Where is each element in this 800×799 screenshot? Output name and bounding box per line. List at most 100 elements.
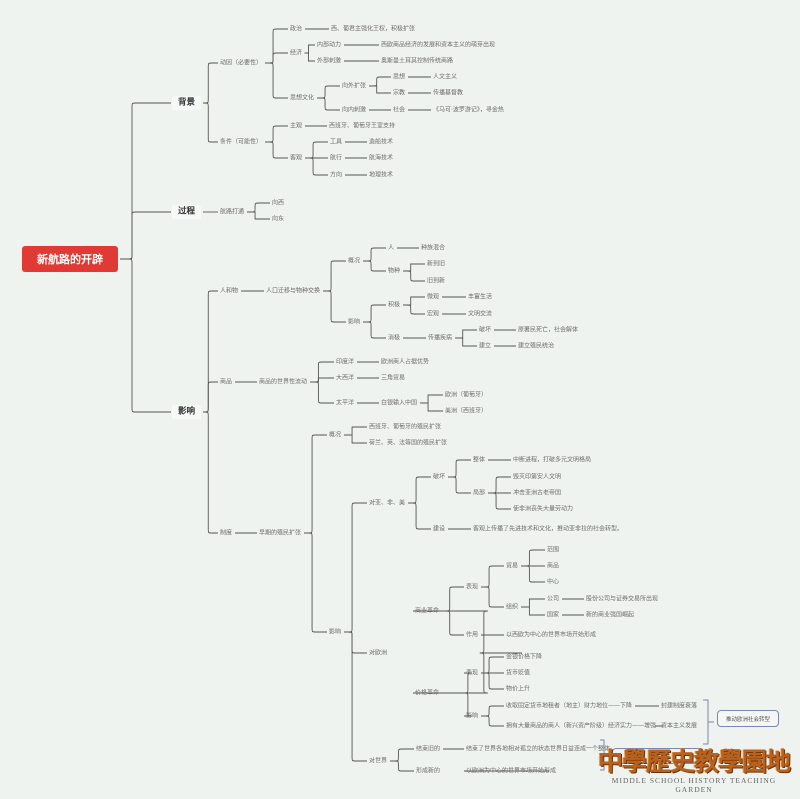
branch-topic[interactable]: 传播疾病 (428, 334, 453, 342)
branch-topic[interactable]: 作用 (466, 631, 479, 639)
leaf-topic[interactable]: 航海技术 (369, 154, 394, 162)
leaf-topic[interactable]: 向东 (272, 215, 285, 223)
branch-topic[interactable]: 破坏 (433, 473, 446, 481)
branch-topic[interactable]: 人 (388, 244, 395, 252)
leaf-topic[interactable]: 三角贸易 (381, 374, 406, 382)
branch-topic[interactable]: 整体 (473, 456, 486, 464)
branch-topic[interactable]: 政治 (290, 25, 303, 33)
branch-topic[interactable]: 航行 (330, 154, 343, 162)
branch-topic[interactable]: 公司 (547, 595, 560, 603)
branch-topic[interactable]: 白银输入中国 (381, 399, 418, 407)
leaf-topic[interactable]: 以欧洲为中心的世界市场开始形成 (466, 767, 557, 775)
branch-topic[interactable]: 商业革命 (415, 607, 440, 615)
branch-topic[interactable]: 微观 (427, 293, 440, 301)
leaf-topic[interactable]: 原著民死亡，社会解体 (518, 326, 579, 334)
branch-topic[interactable]: 向内刺激 (342, 106, 367, 114)
branch-topic[interactable]: 经济 (290, 49, 303, 57)
leaf-topic[interactable]: 旧到新 (427, 277, 446, 285)
branch-topic[interactable]: 商品 (220, 378, 233, 386)
leaf-topic[interactable]: 西欧商品经济的发展和资本主义的萌芽出现 (381, 41, 496, 49)
leaf-topic[interactable]: 使非洲丧失大量劳动力 (513, 505, 574, 513)
leaf-topic[interactable]: 新到旧 (427, 260, 446, 268)
main-branch[interactable]: 过程 (172, 205, 202, 219)
leaf-topic[interactable]: 金银价格下降 (506, 653, 543, 661)
branch-topic[interactable]: 国家 (547, 611, 560, 619)
branch-topic[interactable]: 大西洋 (336, 374, 355, 382)
branch-topic[interactable]: 商品的世界性流动 (259, 378, 308, 386)
branch-topic[interactable]: 破坏 (479, 326, 492, 334)
leaf-topic[interactable]: 传播基督教 (433, 89, 464, 97)
leaf-topic[interactable]: 范围 (547, 546, 560, 554)
branch-topic[interactable]: 宏观 (427, 310, 440, 318)
leaf-topic[interactable]: 《马可·波罗游记》，寻金热 (433, 106, 504, 114)
leaf-topic[interactable]: 文明交流 (468, 310, 493, 318)
branch-topic[interactable]: 建立 (479, 342, 492, 350)
branch-topic[interactable]: 太平洋 (336, 399, 355, 407)
leaf-topic[interactable]: 奥斯曼土耳其控制传统商路 (381, 57, 454, 65)
leaf-topic[interactable]: 中断进程，打破多元文明格局 (513, 456, 592, 464)
branch-topic[interactable]: 人口迁移与物种交换 (266, 287, 321, 295)
branch-topic[interactable]: 对亚、非、美 (369, 499, 406, 507)
summary-box[interactable]: 推动欧洲社会转型 (717, 710, 779, 727)
leaf-topic[interactable]: 冲击亚洲古老帝国 (513, 489, 562, 497)
leaf-topic[interactable]: 建立殖民统治 (518, 342, 555, 350)
leaf-topic[interactable]: 西班牙、葡萄牙王室支持 (329, 122, 396, 130)
branch-topic[interactable]: 外部刺激 (317, 57, 342, 65)
branch-topic[interactable]: 表现 (466, 583, 479, 591)
branch-topic[interactable]: 宗教 (393, 89, 406, 97)
main-branch[interactable]: 影响 (172, 405, 202, 419)
leaf-topic[interactable]: 股份公司与证券交易所出现 (586, 595, 659, 603)
leaf-topic[interactable]: 西、葡君主强化王权，积极扩张 (331, 25, 416, 33)
leaf-topic[interactable]: 资本主义发展 (661, 722, 698, 730)
leaf-topic[interactable]: 物价上升 (506, 685, 531, 693)
branch-topic[interactable]: 印度洋 (336, 358, 355, 366)
branch-topic[interactable]: 动因（必要性） (220, 59, 263, 67)
leaf-topic[interactable]: 封建制度衰落 (661, 702, 698, 710)
branch-topic[interactable]: 对世界 (369, 757, 388, 765)
branch-topic[interactable]: 工具 (330, 138, 343, 146)
branch-topic[interactable]: 形成新的 (416, 767, 441, 775)
branch-topic[interactable]: 人和物 (220, 287, 239, 295)
branch-topic[interactable]: 影响 (348, 318, 361, 326)
branch-topic[interactable]: 影响 (329, 628, 342, 636)
leaf-topic[interactable]: 种族混合 (421, 244, 446, 252)
leaf-topic[interactable]: 以西欧为中心的世界市场开始形成 (506, 631, 597, 639)
branch-topic[interactable]: 消极 (388, 334, 401, 342)
branch-topic[interactable]: 积极 (388, 301, 401, 309)
branch-topic[interactable]: 对欧洲 (369, 649, 388, 657)
leaf-topic[interactable]: 造船技术 (369, 138, 394, 146)
leaf-topic[interactable]: 欧洲（葡萄牙） (445, 391, 488, 399)
branch-topic[interactable]: 客观 (290, 154, 303, 162)
branch-topic[interactable]: 概况 (329, 431, 342, 439)
branch-topic[interactable]: 思想文化 (290, 94, 315, 102)
branch-topic[interactable]: 组织 (506, 603, 519, 611)
leaf-topic[interactable]: 人文主义 (433, 73, 458, 81)
branch-topic[interactable]: 物种 (388, 267, 401, 275)
main-branch[interactable]: 背景 (172, 96, 202, 110)
branch-topic[interactable]: 收取固定货币地租者（地主）财力地位——下降 (506, 702, 633, 710)
branch-topic[interactable]: 局部 (473, 489, 486, 497)
leaf-topic[interactable]: 欧洲商人占据优势 (381, 358, 430, 366)
leaf-topic[interactable]: 丰富生活 (468, 293, 493, 301)
branch-topic[interactable]: 表现 (466, 669, 479, 677)
branch-topic[interactable]: 概况 (348, 257, 361, 265)
leaf-topic[interactable]: 荷兰、英、法等国的殖民扩张 (369, 439, 448, 447)
branch-topic[interactable]: 早期的殖民扩张 (259, 529, 302, 537)
branch-topic[interactable]: 向外扩张 (342, 82, 367, 90)
leaf-topic[interactable]: 客观上传播了先进技术和文化，推动亚非拉的社会转型。 (473, 525, 624, 533)
leaf-topic[interactable]: 美洲（西班牙） (445, 407, 488, 415)
branch-topic[interactable]: 贸易 (506, 562, 519, 570)
branch-topic[interactable]: 方向 (330, 171, 343, 179)
branch-topic[interactable]: 影响 (466, 712, 479, 720)
branch-topic[interactable]: 航路打通 (220, 208, 245, 216)
leaf-topic[interactable]: 新的商业强国崛起 (586, 611, 635, 619)
branch-topic[interactable]: 价格革命 (415, 689, 440, 697)
leaf-topic[interactable]: 向西 (272, 199, 285, 207)
branch-topic[interactable]: 社会 (393, 106, 406, 114)
root-topic[interactable]: 新航路的开辟 (22, 246, 118, 272)
leaf-topic[interactable]: 中心 (547, 578, 560, 586)
branch-topic[interactable]: 思想 (393, 73, 406, 81)
branch-topic[interactable]: 内部动力 (317, 41, 342, 49)
branch-topic[interactable]: 结束旧的 (416, 745, 441, 753)
leaf-topic[interactable]: 西班牙、葡萄牙的殖民扩张 (369, 423, 442, 431)
